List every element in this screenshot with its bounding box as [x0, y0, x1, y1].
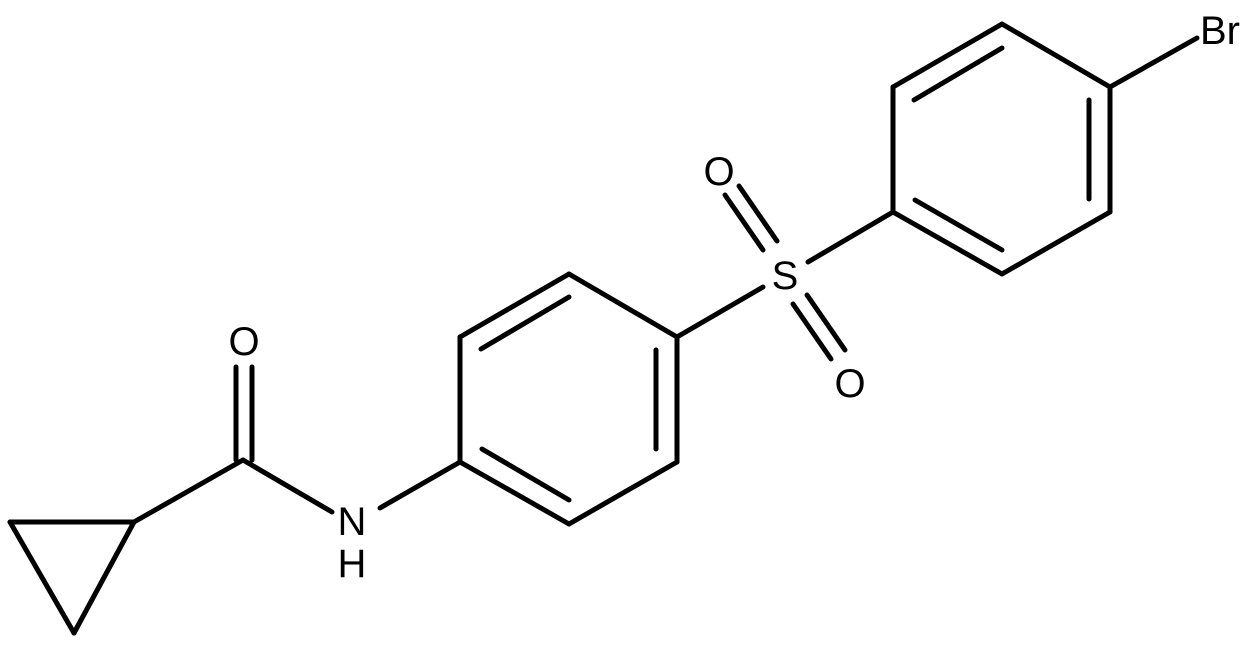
atom-bromine: Br — [1200, 9, 1240, 53]
bond-sulfonyl-bottom-a — [790, 301, 834, 362]
bond-ring-a-inner-1 — [478, 294, 572, 352]
bond-sulfonyl-top-a — [722, 192, 766, 253]
bond-ring-b-inner-1 — [911, 45, 1005, 103]
bond-ring-a-3 — [566, 271, 680, 340]
bond-ring-a-6 — [457, 459, 572, 527]
atom-oxygen-sulfonyl-bottom: O — [834, 362, 865, 406]
bond-ring-b-6 — [890, 209, 1005, 277]
bond-sulfonyl-bottom-b — [804, 292, 848, 353]
bond-nitrogen-ring — [377, 459, 463, 511]
bond-ring-b-bromine — [1107, 35, 1200, 90]
bond-cyclopropyl-3 — [7, 519, 77, 636]
bond-cyclopropyl-carbonyl — [131, 457, 246, 525]
bond-sulfur-ring-b — [805, 209, 896, 265]
atom-hydrogen: H — [338, 542, 367, 586]
atom-oxygen-sulfonyl-top: O — [703, 150, 734, 194]
bond-sulfonyl-top-b — [736, 183, 780, 244]
atom-oxygen-carbonyl: O — [228, 320, 259, 364]
bond-ring-b-5 — [999, 209, 1113, 277]
bond-ring-a-5 — [566, 459, 680, 527]
bond-cyclopropyl-2 — [71, 519, 137, 636]
atom-sulfur: S — [772, 254, 799, 298]
bond-ring-a-sulfur — [674, 284, 766, 340]
bond-ring-a-inner-3 — [479, 446, 572, 503]
bond-ring-b-inner-3 — [912, 197, 1005, 253]
bond-ring-b-3 — [999, 21, 1113, 90]
atom-labels: Br O S O O N H — [228, 9, 1240, 586]
bond-carbonyl-nitrogen — [240, 457, 335, 515]
bond-ring-b-2 — [890, 21, 1005, 90]
atom-nitrogen: N — [338, 500, 367, 544]
bond-ring-a-2 — [457, 271, 572, 340]
bonds — [7, 21, 1200, 636]
